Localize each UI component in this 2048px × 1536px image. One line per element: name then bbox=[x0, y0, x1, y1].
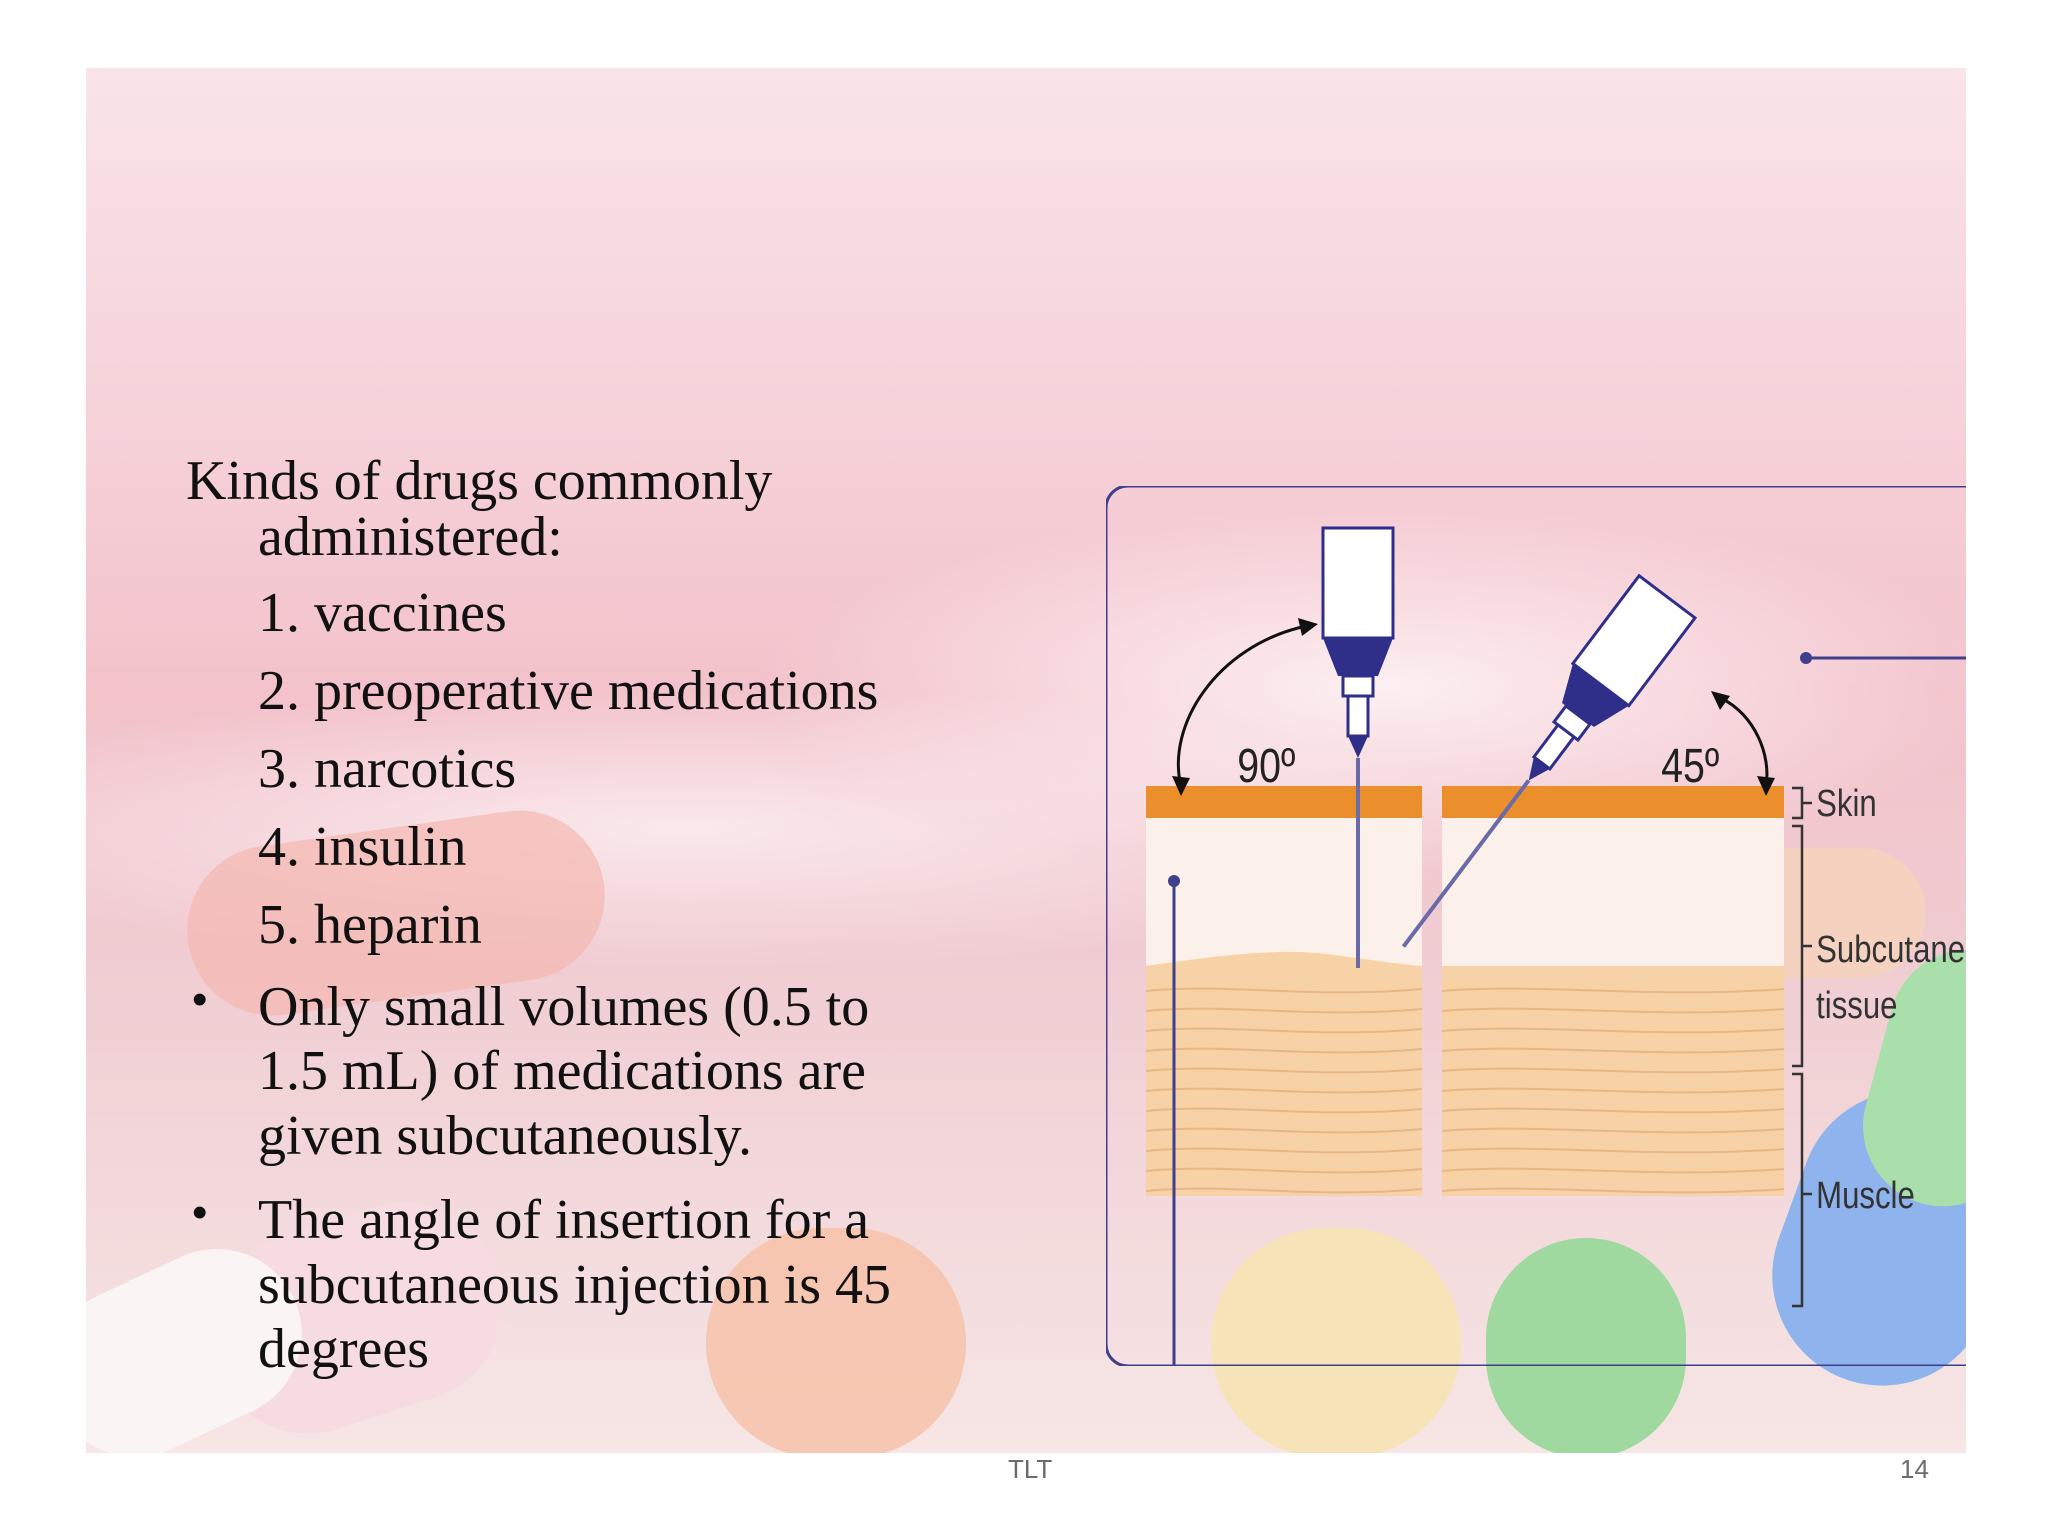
arc-arrowhead bbox=[1298, 618, 1318, 636]
bullet-line: 1.5 mL) of medications are bbox=[258, 1040, 867, 1103]
muscle-layer-left bbox=[1146, 966, 1422, 1196]
angle-arc-90 bbox=[1176, 624, 1307, 787]
muscle-fiber-line bbox=[1145, 1067, 1423, 1074]
syringe-hub bbox=[1323, 638, 1393, 676]
syringe-barrel bbox=[1321, 526, 1395, 640]
drug-list-item: 5. heparin bbox=[258, 894, 482, 956]
syringe-hub-45 bbox=[1562, 663, 1629, 728]
muscle-fiber-line bbox=[1145, 1147, 1423, 1154]
muscle-fiber-line bbox=[1441, 1047, 1785, 1054]
muscle-bracket bbox=[1792, 1072, 1804, 1308]
angle-label-90: 90º bbox=[1237, 739, 1295, 793]
bullet-line: Only small volumes (0.5 to bbox=[258, 976, 870, 1038]
syringe-tip bbox=[1346, 694, 1370, 738]
bullet-line: The angle of insertion for a bbox=[258, 1189, 870, 1252]
muscle-fiber-line bbox=[1145, 1087, 1423, 1094]
muscle-fiber-line bbox=[1145, 1027, 1423, 1034]
muscle-fiber-line bbox=[1145, 1127, 1423, 1134]
arc-arrowhead bbox=[1172, 776, 1190, 796]
drug-list-item: 1. vaccines bbox=[258, 582, 507, 644]
muscle-fiber-line bbox=[1441, 1027, 1785, 1034]
muscle-fiber-line bbox=[1145, 987, 1423, 994]
background-pill-orange bbox=[706, 1228, 966, 1453]
arc-arrowhead bbox=[1757, 776, 1775, 796]
muscle-fiber-line bbox=[1145, 1107, 1423, 1114]
angle-arc-45 bbox=[1720, 696, 1769, 787]
muscle-fiber-line bbox=[1441, 1087, 1785, 1094]
skin-layer-left bbox=[1146, 786, 1422, 818]
subcutaneous-layer-right bbox=[1442, 816, 1784, 966]
syringe-90-degree bbox=[1321, 526, 1395, 968]
syringe-collar bbox=[1341, 674, 1375, 698]
muscle-fiber-line bbox=[1441, 1187, 1785, 1194]
drug-list-item: 3. narcotics bbox=[258, 738, 517, 800]
muscle-fiber-line bbox=[1441, 987, 1785, 994]
injection-angle-diagram: 90º 45º Skin Subcutaneous tissue Muscle bbox=[1106, 486, 1966, 1366]
subcutaneous-layer-left bbox=[1146, 816, 1422, 966]
syringe-45-degree bbox=[1401, 573, 1698, 948]
heading-line: Kinds of drugs commonly bbox=[186, 450, 773, 512]
skin-bracket bbox=[1792, 786, 1804, 820]
muscle-fiber-line bbox=[1441, 1167, 1785, 1174]
muscle-fibers bbox=[1145, 987, 1785, 1194]
muscle-fiber-line bbox=[1145, 1007, 1423, 1014]
muscle-fiber-line bbox=[1441, 1067, 1785, 1074]
layer-brackets bbox=[1792, 786, 1812, 1308]
label-tissue: tissue bbox=[1816, 985, 1897, 1027]
slide-page-number: 14 bbox=[1900, 1454, 1929, 1484]
label-muscle: Muscle bbox=[1816, 1175, 1915, 1217]
bullet-line: degrees bbox=[258, 1317, 430, 1380]
muscle-layer-right bbox=[1442, 966, 1784, 1196]
background-pill-yellow bbox=[1211, 1228, 1461, 1453]
label-subcutaneous: Subcutaneous bbox=[1816, 929, 1966, 971]
muscle-fiber-line bbox=[1441, 1127, 1785, 1134]
muscle-fiber-line bbox=[1145, 1047, 1423, 1054]
muscle-fiber-line bbox=[1145, 1187, 1423, 1194]
syringe-tip-45 bbox=[1531, 722, 1577, 772]
drug-list-item: 4. insulin bbox=[258, 816, 467, 878]
drug-list-item: 2. preoperative medications bbox=[258, 660, 879, 722]
bullet-line: subcutaneous injection is 45 bbox=[258, 1253, 892, 1316]
subcutaneous-bracket bbox=[1792, 824, 1804, 1068]
skin-layer-right bbox=[1442, 786, 1784, 818]
label-skin: Skin bbox=[1816, 783, 1877, 825]
bullet-icon: • bbox=[192, 1188, 208, 1238]
syringe-cone-45 bbox=[1528, 756, 1550, 781]
muscle-fiber-line bbox=[1145, 1167, 1423, 1174]
footer-center-text: TLT bbox=[1008, 1454, 1053, 1484]
angle-label-45: 45º bbox=[1661, 739, 1719, 793]
muscle-wave-left bbox=[1146, 951, 1422, 968]
needle-45 bbox=[1401, 779, 1531, 948]
background-pill-green bbox=[1486, 1238, 1686, 1453]
bullet-icon: • bbox=[192, 975, 208, 1024]
muscle-fiber-line bbox=[1441, 1007, 1785, 1014]
heading-line: administered: bbox=[258, 506, 563, 568]
arc-arrowhead bbox=[1711, 691, 1730, 710]
syringe-cone bbox=[1348, 736, 1368, 758]
muscle-fiber-line bbox=[1441, 1147, 1785, 1154]
bullet-line: given subcutaneously. bbox=[258, 1104, 753, 1167]
muscle-fiber-line bbox=[1441, 1107, 1785, 1114]
